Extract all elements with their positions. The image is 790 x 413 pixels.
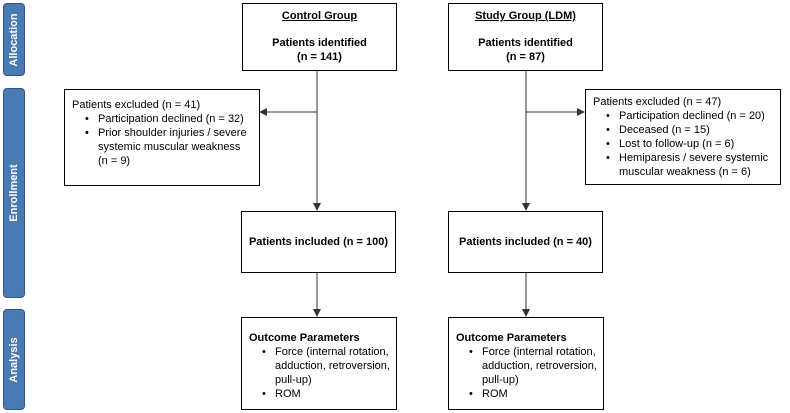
control-identified-label: Patients identified: [272, 37, 367, 49]
control-identified-box: Control Group Patients identified (n = 1…: [242, 3, 397, 71]
control-identified-count: (n = 141): [297, 51, 342, 63]
study-excluded-box: Patients excluded (n = 47) Participation…: [585, 89, 781, 185]
control-outcome-box: Outcome Parameters Force (internal rotat…: [241, 317, 397, 410]
control-outcome-list: Force (internal rotation, adduction, ret…: [249, 345, 390, 401]
control-included-label: Patients included (n = 100): [248, 236, 389, 248]
study-identified-count: (n = 87): [506, 51, 545, 63]
study-outcome-header: Outcome Parameters: [456, 332, 567, 344]
phase-enrollment: Enrollment: [3, 88, 25, 298]
phase-allocation: Allocation: [3, 3, 25, 76]
study-identified-box: Study Group (LDM) Patients identified (n…: [448, 3, 603, 71]
study-group-title: Study Group (LDM): [475, 10, 576, 22]
control-included-box: Patients included (n = 100): [241, 211, 396, 273]
study-excluded-item: Lost to follow-up (n = 6): [606, 137, 774, 151]
study-excluded-list: Participation declined (n = 20) Deceased…: [593, 109, 774, 179]
study-included-box: Patients included (n = 40): [448, 211, 603, 273]
control-outcome-item: Force (internal rotation, adduction, ret…: [262, 345, 390, 387]
study-outcome-box: Outcome Parameters Force (internal rotat…: [448, 317, 604, 410]
control-excluded-item: Prior shoulder injuries / severe systemi…: [85, 126, 253, 168]
study-identified-label: Patients identified: [478, 37, 573, 49]
control-excluded-item: Participation declined (n = 32): [85, 112, 253, 126]
study-outcome-item: ROM: [469, 387, 597, 401]
study-outcome-item: Force (internal rotation, adduction, ret…: [469, 345, 597, 387]
control-outcome-item: ROM: [262, 387, 390, 401]
study-excluded-item: Deceased (n = 15): [606, 123, 774, 137]
study-excluded-item: Participation declined (n = 20): [606, 109, 774, 123]
control-excluded-header: Patients excluded (n = 41): [72, 99, 201, 111]
study-excluded-header: Patients excluded (n = 47): [593, 96, 722, 108]
control-excluded-box: Patients excluded (n = 41) Participation…: [64, 89, 260, 186]
control-outcome-header: Outcome Parameters: [249, 332, 360, 344]
study-excluded-item: Hemiparesis / severe systemic muscular w…: [606, 151, 774, 179]
study-outcome-list: Force (internal rotation, adduction, ret…: [456, 345, 597, 401]
study-included-label: Patients included (n = 40): [459, 236, 592, 248]
phase-analysis: Analysis: [3, 309, 25, 410]
control-excluded-list: Participation declined (n = 32) Prior sh…: [72, 112, 253, 168]
control-group-title: Control Group: [281, 10, 358, 22]
